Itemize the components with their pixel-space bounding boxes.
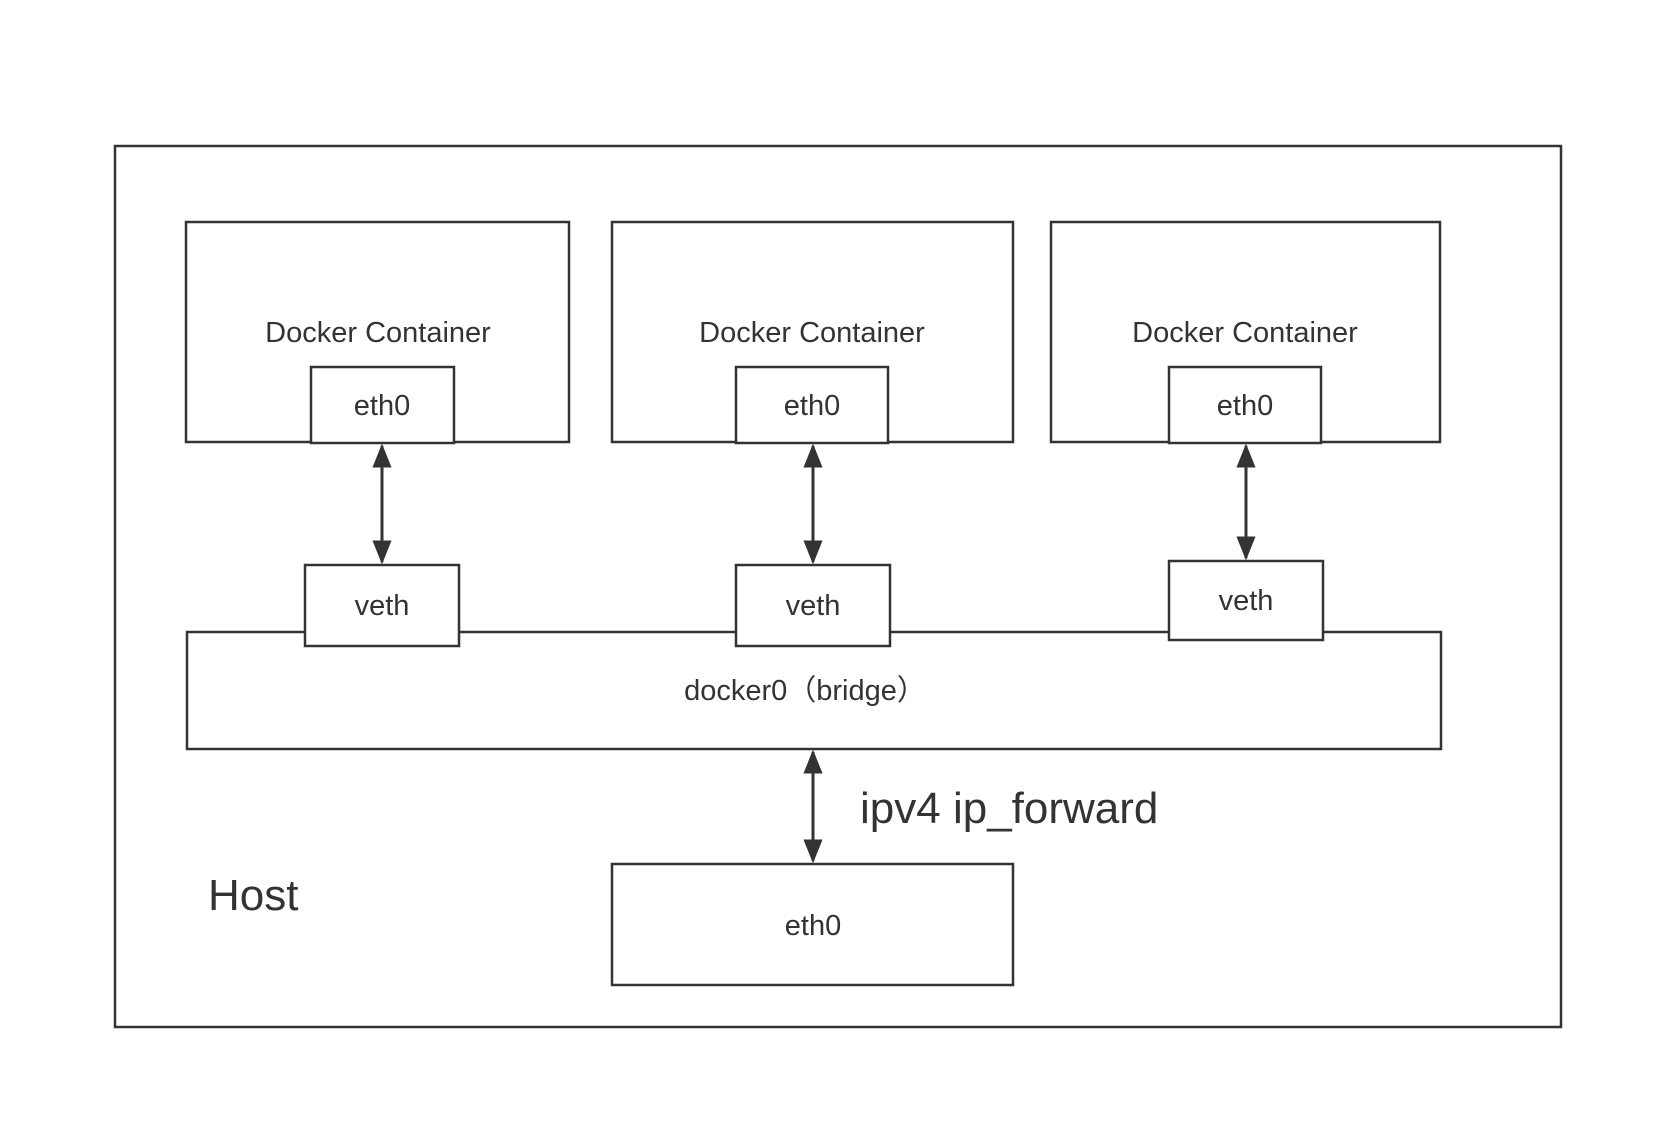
host-eth0-label: eth0	[785, 910, 841, 942]
docker-container-3-label: Docker Container	[1132, 317, 1358, 349]
host-label: Host	[208, 871, 298, 920]
veth-1-label: veth	[355, 590, 410, 622]
docker0-bridge-label: docker0（bridge）	[684, 675, 926, 707]
host-eth0-box	[610, 862, 1015, 987]
docker-container-1-label: Docker Container	[265, 317, 491, 349]
container-2-eth0-label: eth0	[784, 390, 840, 422]
container-1-eth0-box	[309, 365, 456, 445]
container-1-eth0-label: eth0	[354, 390, 410, 422]
veth-1-box	[303, 563, 461, 648]
container-2-eth0-box	[734, 365, 890, 445]
container-3-eth0-box	[1167, 365, 1323, 445]
docker0-bridge-box	[185, 630, 1443, 751]
ipv4-ip-forward-label: ipv4 ip_forward	[860, 784, 1158, 833]
veth-3-box	[1167, 559, 1325, 642]
veth-2-label: veth	[786, 590, 841, 622]
veth-2-box	[734, 563, 892, 648]
docker-container-2-label: Docker Container	[699, 317, 925, 349]
container-3-eth0-label: eth0	[1217, 390, 1273, 422]
veth-3-label: veth	[1219, 585, 1274, 617]
